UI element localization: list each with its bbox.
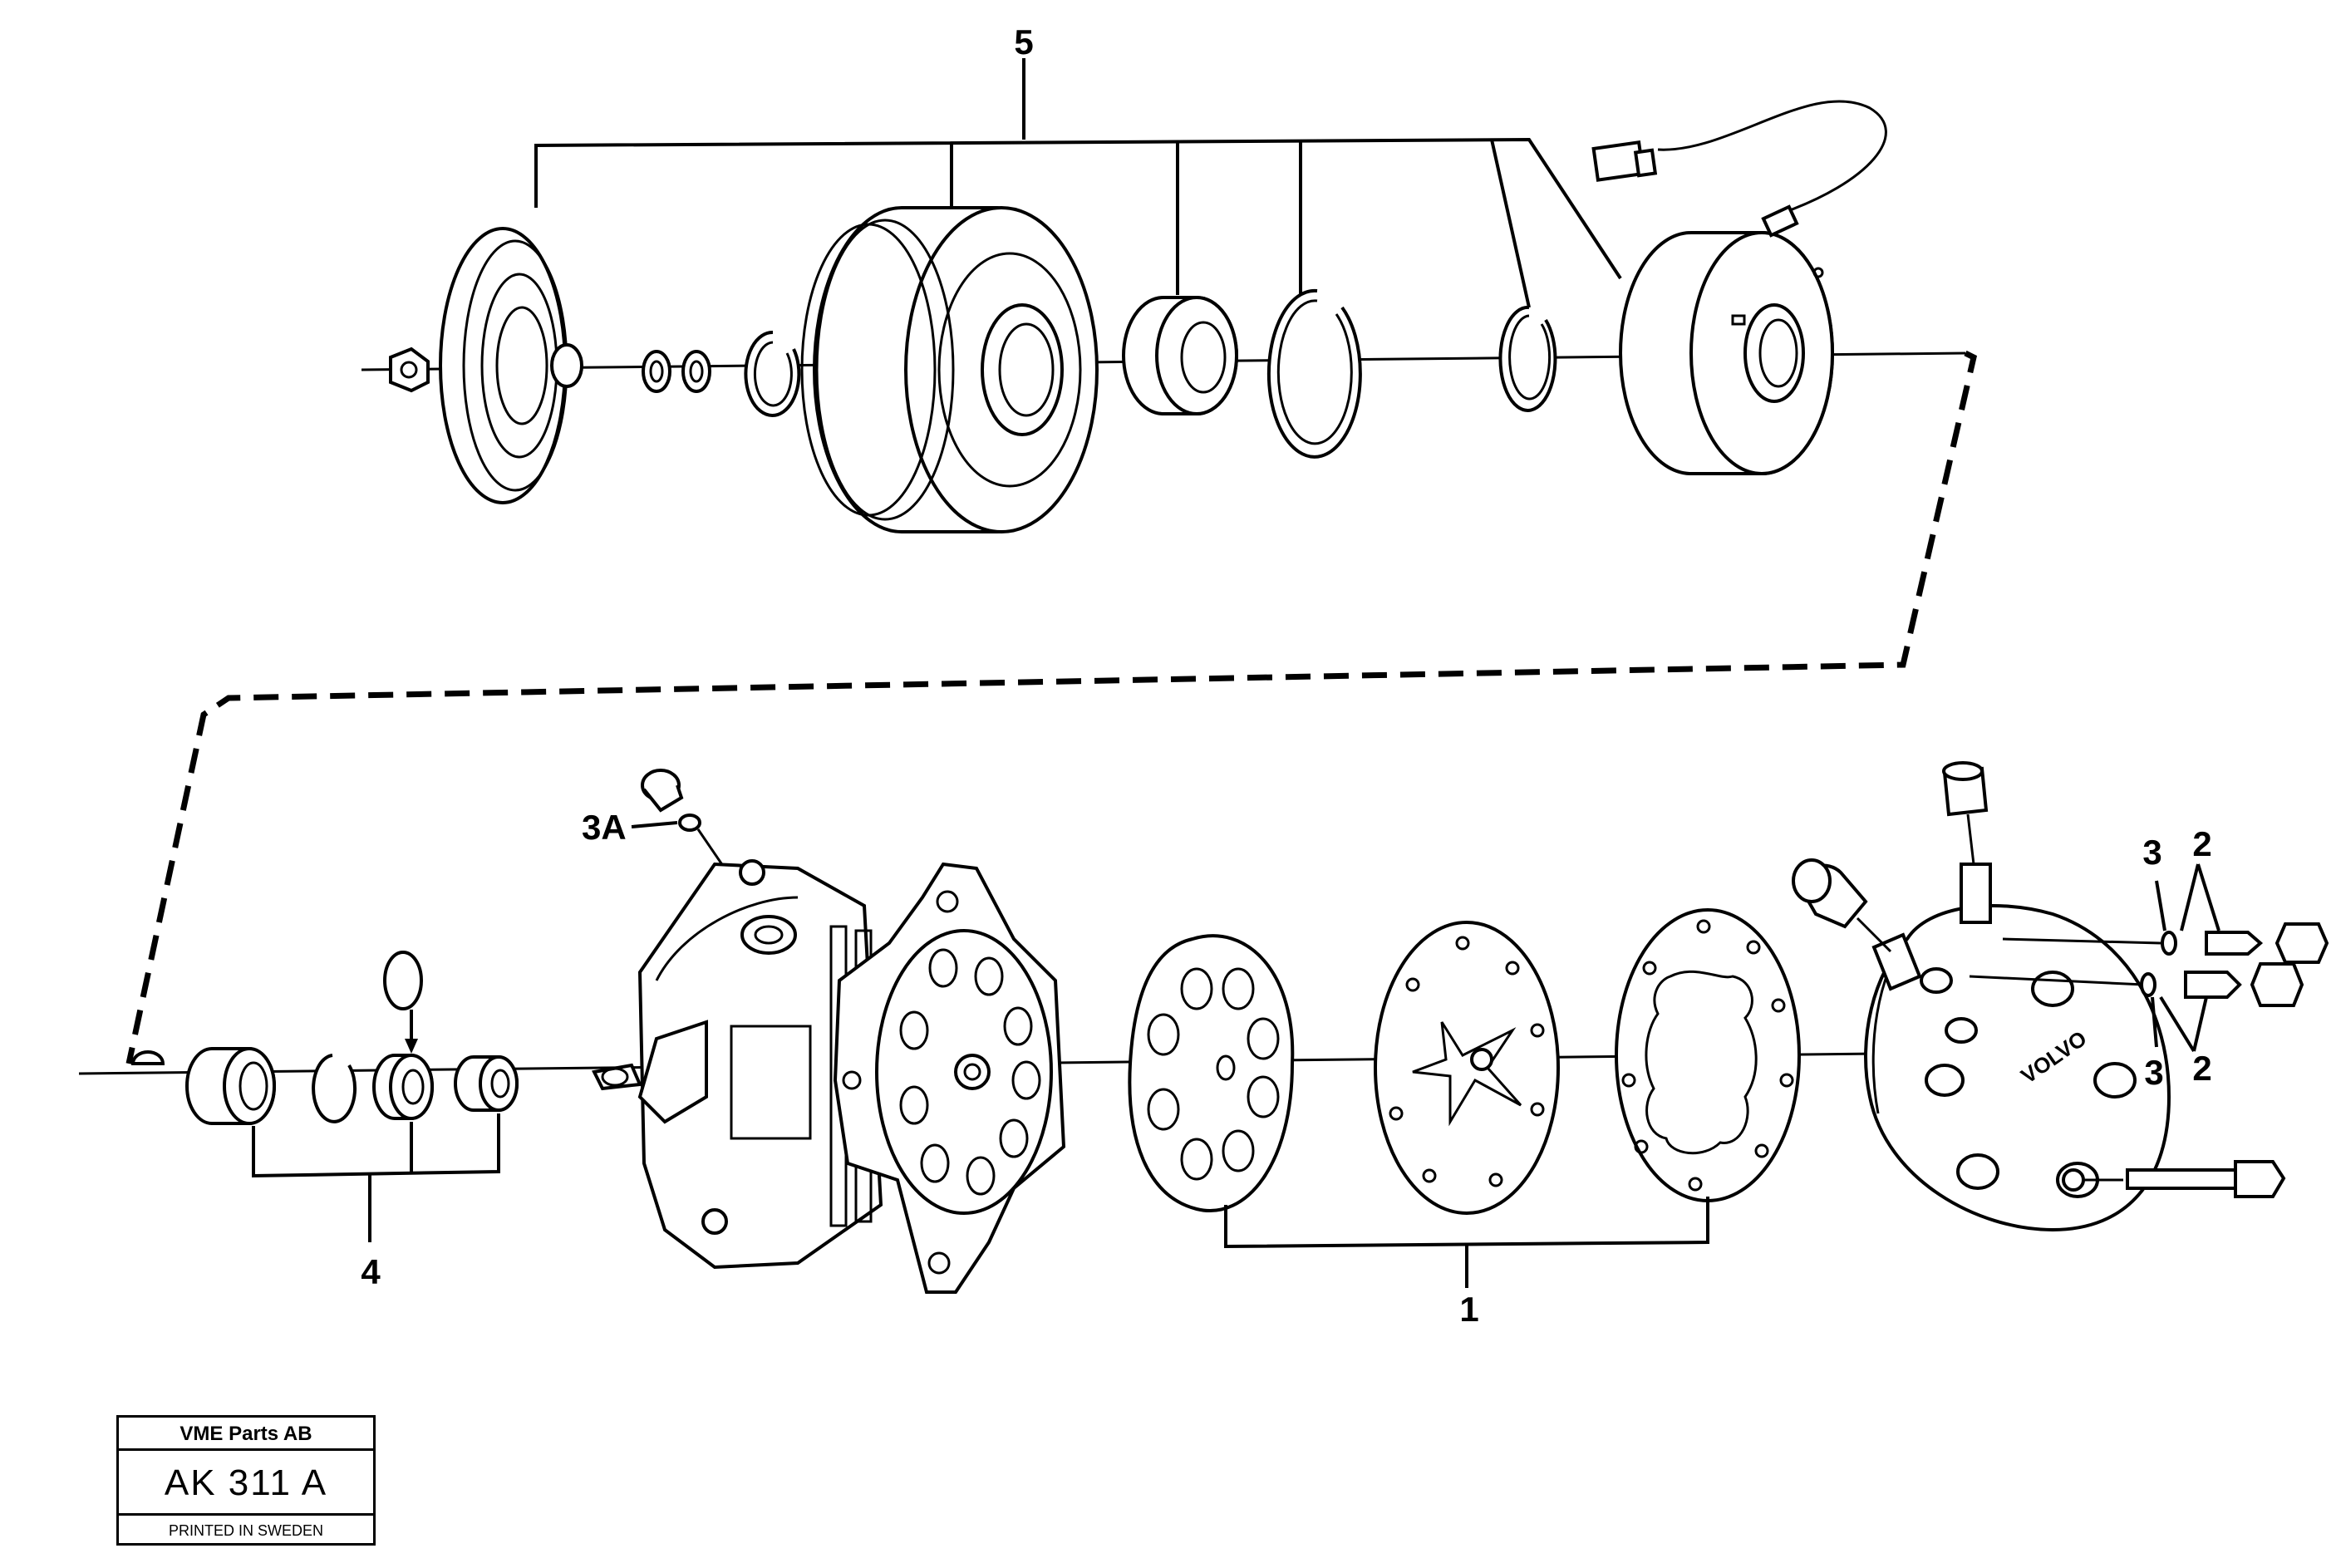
port-cap-top [1942,761,1989,865]
shim-washers [642,350,711,393]
snap-ring-large [1266,288,1362,459]
callout-2-upper: 2 [2192,824,2211,863]
assembly-dashed-link [125,350,1978,1064]
pulley-bearing [1122,296,1238,415]
service-valve-upper [2002,922,2329,964]
callout-2-lower: 2 [2192,1049,2211,1088]
woodruff-key [130,1050,165,1065]
service-valve-lower [1969,962,2304,1007]
callout-3a: 3A [582,808,627,847]
callout-5: 5 [1014,22,1033,61]
callout-4: 4 [361,1252,381,1291]
title-block-printed-note: PRINTED IN SWEDEN [168,1522,323,1539]
hex-nut [389,347,430,393]
callout-4-leader-lines [252,1113,500,1242]
callout-1-leader-lines [1224,1197,1709,1288]
clutch-pulley [800,206,1099,533]
callout-3-upper: 3 [2142,833,2161,872]
title-block: VME Parts AB AK 311 A PRINTED IN SWEDEN [116,1415,376,1546]
head-gasket [1615,908,1801,1202]
port-cap-side [1792,858,1892,953]
clutch-front-plate [439,227,583,504]
callout-5-leader-lines [534,58,1622,308]
valve-plate-gasket-front [1128,934,1295,1212]
cylinder-head: VOLVO [1864,863,2171,1232]
shaft-seal-parts [185,951,519,1125]
title-block-company: VME Parts AB [119,1418,373,1451]
coil-wire-connector [1591,100,1887,238]
snap-ring-front [744,330,801,417]
callout-2-3-leader-lines [2151,863,2220,1053]
field-coil [1619,231,1834,475]
valve-plate [1374,921,1560,1215]
callout-3-lower: 3 [2144,1053,2163,1092]
callout-1: 1 [1459,1290,1478,1329]
head-bolt [2082,1160,2286,1198]
title-block-drawing-code: AK 311 A [119,1451,373,1516]
compressor-body [592,859,1066,1294]
snap-ring-coil [1498,305,1557,412]
